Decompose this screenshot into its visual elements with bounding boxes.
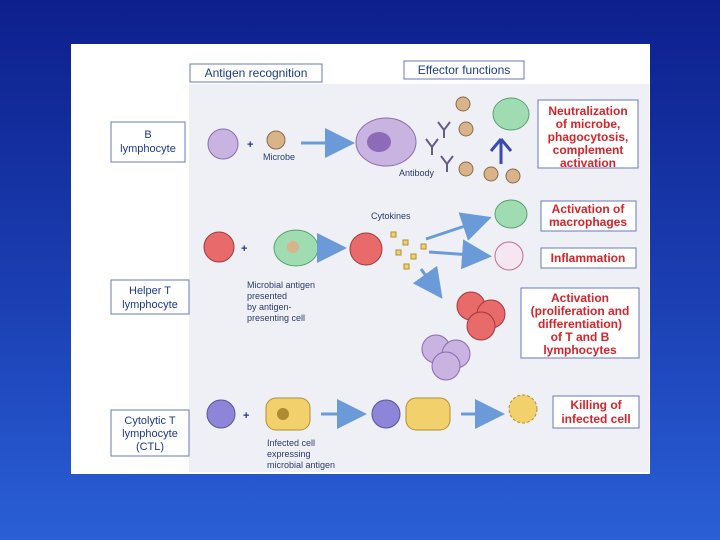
header-effector-functions-box: [403, 60, 525, 80]
b-lymphocyte-label-box: [110, 121, 186, 163]
arrow-to-macrophage: [425, 212, 492, 241]
ctl-label-1: Cytolytic T: [124, 415, 175, 427]
apc-label-4: presenting cell: [247, 313, 305, 323]
immune-response-figure: Antigen recognition Effector functions B…: [71, 44, 650, 474]
neutralized-microbe-5: [505, 168, 521, 184]
plasma-cell-nucleus: [367, 132, 391, 152]
activation-effect-line-2: (proliferation and: [531, 304, 630, 318]
activation-effect-line-3: differentiation): [538, 317, 622, 331]
plus-sign-b: +: [247, 139, 253, 151]
helper-t-label-1: Helper T: [129, 285, 171, 297]
macrophage-effect-line-2: macrophages: [549, 215, 627, 229]
b-effect-box: [537, 99, 639, 169]
activation-effect-line-5: lymphocytes: [543, 343, 617, 357]
activated-lymphocyte-cluster: [421, 291, 506, 381]
arrow-to-activation: [412, 265, 443, 299]
apc-label-1: Microbial antigen: [247, 280, 315, 290]
cytokines-label: Cytokines: [371, 211, 411, 221]
apc-label-3: by antigen-: [247, 302, 292, 312]
ctl-effect-line-1: Killing of: [570, 398, 622, 412]
ctl-label-3: (CTL): [136, 441, 164, 453]
arrow-to-inflammation: [428, 239, 492, 270]
apc-label-2: presented: [247, 291, 287, 301]
b-effect-line-3: phagocytosis,: [548, 130, 629, 144]
complement-complex: [489, 138, 513, 164]
activation-effect-box: [520, 287, 640, 359]
ctl-effect-box: [552, 395, 640, 429]
neutrophil: [494, 241, 524, 271]
ctl-label-2: lymphocyte: [122, 428, 178, 440]
ctl-label-box: [110, 409, 190, 457]
infected-cell-nucleus: [277, 408, 289, 420]
infected-cell-bound: [405, 397, 451, 431]
macrophage: [494, 199, 528, 229]
ctl-bound: [371, 399, 401, 429]
b-effect-line-1: Neutralization: [548, 104, 627, 118]
inflammation-effect: Inflammation: [551, 251, 626, 265]
helper-t-label-2: lymphocyte: [122, 299, 178, 311]
ctl-cell: [206, 399, 236, 429]
helper-t-label-box: [110, 279, 190, 315]
activated-helper-t: [349, 232, 383, 266]
b-cell: [207, 128, 239, 160]
helper-t-cell: [203, 231, 235, 263]
infected-label-3: microbial antigen: [267, 460, 335, 470]
neutralized-microbe-2: [458, 121, 474, 137]
infected-label-2: expressing: [267, 449, 311, 459]
cytokine-dots: [390, 231, 427, 270]
diagram-canvas: Antigen recognition Effector functions B…: [110, 60, 649, 472]
apc-microbe: [287, 241, 299, 253]
b-effect-line-2: of microbe,: [556, 117, 621, 131]
infected-label-1: Infected cell: [267, 438, 315, 448]
b-lymphocyte-label-2: lymphocyte: [120, 143, 176, 155]
header-antigen-recognition-box: [189, 63, 323, 83]
antibody-group: [425, 121, 454, 172]
macrophage-effect-line-1: Activation of: [552, 202, 626, 216]
neutralized-microbe-3: [458, 161, 474, 177]
header-antigen-recognition: Antigen recognition: [205, 66, 308, 80]
macrophage-effect-box: [540, 200, 637, 232]
b-effect-line-5: activation: [560, 156, 616, 170]
neutralized-microbe-1: [455, 96, 471, 112]
ctl-effect-line-2: infected cell: [561, 412, 630, 426]
microbe: [266, 130, 286, 150]
plus-sign-helper: +: [241, 243, 247, 255]
b-lymphocyte-label-1: B: [144, 129, 151, 141]
neutralized-microbe-4: [483, 166, 499, 182]
microbe-label: Microbe: [263, 152, 295, 162]
inflammation-effect-box: [540, 247, 637, 269]
b-effect-line-4: complement: [553, 143, 624, 157]
activation-effect-line-4: of T and B: [551, 330, 610, 344]
antibody-label: Antibody: [399, 168, 435, 178]
phagocyte: [492, 97, 530, 131]
activation-effect-line-1: Activation: [551, 291, 609, 305]
header-effector-functions: Effector functions: [418, 63, 511, 77]
apoptotic-cell: [508, 394, 538, 424]
plus-sign-ctl: +: [243, 410, 249, 422]
